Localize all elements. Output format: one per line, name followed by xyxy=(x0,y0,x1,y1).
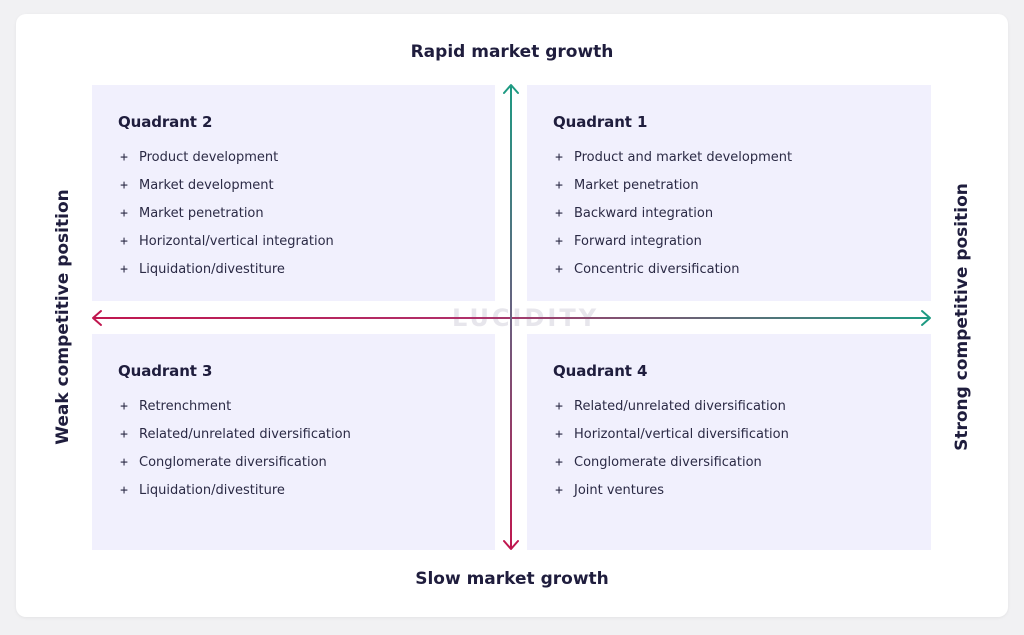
plus-icon: + xyxy=(120,233,128,249)
list-item: + Backward integration xyxy=(553,199,931,227)
list-item-label: Liquidation/divestiture xyxy=(139,261,285,277)
plus-icon: + xyxy=(120,149,128,165)
plus-icon: + xyxy=(120,482,128,498)
list-item-label: Product and market development xyxy=(574,149,793,165)
list-item: + Related/unrelated diversification xyxy=(118,420,495,448)
list-item: + Conglomerate diversification xyxy=(553,448,931,476)
list-item: + Joint ventures xyxy=(553,476,931,504)
list-item-label: Related/unrelated diversification xyxy=(574,398,786,414)
list-item-label: Market penetration xyxy=(139,205,264,221)
list-item: + Market penetration xyxy=(118,199,495,227)
list-item-label: Conglomerate diversification xyxy=(139,454,327,470)
plus-icon: + xyxy=(120,177,128,193)
plus-icon: + xyxy=(555,233,563,249)
list-item-label: Market penetration xyxy=(574,177,699,193)
arrowhead-left-icon xyxy=(92,310,102,326)
plus-icon: + xyxy=(120,398,128,414)
list-item: + Forward integration xyxy=(553,227,931,255)
plus-icon: + xyxy=(555,205,563,221)
list-item: + Related/unrelated diversification xyxy=(553,392,931,420)
plus-icon: + xyxy=(555,261,563,277)
plus-icon: + xyxy=(555,482,563,498)
list-item: + Liquidation/divestiture xyxy=(118,476,495,504)
list-item-label: Joint ventures xyxy=(574,482,664,498)
arrowhead-down-icon xyxy=(503,540,519,550)
list-item: + Retrenchment xyxy=(118,392,495,420)
quadrant-list: + Retrenchment + Related/unrelated diversif… xyxy=(118,392,495,504)
list-item-label: Related/unrelated diversification xyxy=(139,426,351,442)
list-item: + Conglomerate diversification xyxy=(118,448,495,476)
list-item-label: Retrenchment xyxy=(139,398,232,414)
plus-icon: + xyxy=(555,426,563,442)
quadrant-3: Quadrant 3 + Retrenchment + Related/unrelat… xyxy=(92,334,495,550)
list-item-label: Liquidation/divestiture xyxy=(139,482,285,498)
list-item: + Product development xyxy=(118,143,495,171)
list-item-label: Horizontal/vertical diversification xyxy=(574,426,789,442)
arrowhead-up-icon xyxy=(503,84,519,94)
quadrant-title: Quadrant 4 xyxy=(553,362,648,380)
quadrant-4: Quadrant 4 + Related/unrelated diversific… xyxy=(527,334,931,550)
plus-icon: + xyxy=(555,454,563,470)
list-item-label: Backward integration xyxy=(574,205,714,221)
plus-icon: + xyxy=(120,454,128,470)
list-item: + Product and market development xyxy=(553,143,931,171)
list-item-label: Horizontal/vertical integration xyxy=(139,233,334,249)
plus-icon: + xyxy=(120,426,128,442)
quadrant-1: Quadrant 1 + Product and market developme… xyxy=(527,85,931,301)
list-item-label: Concentric diversification xyxy=(574,261,740,277)
quadrant-list: +Product development+Market development+… xyxy=(118,143,495,283)
list-item: + Horizontal/vertical integration xyxy=(118,227,495,255)
list-item: + Market development xyxy=(118,171,495,199)
quadrant-title: Quadrant 3 xyxy=(118,362,213,380)
quadrant-list: + Related/unrelated diversification + Horiz… xyxy=(553,392,931,504)
plus-icon: + xyxy=(555,398,563,414)
quadrant-title: Quadrant 1 xyxy=(553,113,648,131)
list-item: + Horizontal/vertical diversification xyxy=(553,420,931,448)
arrowhead-right-icon xyxy=(921,310,931,326)
list-item: + Liquidation/divestiture xyxy=(118,255,495,283)
list-item-label: Forward integration xyxy=(574,233,702,249)
plus-icon: + xyxy=(555,177,563,193)
list-item-label: Conglomerate diversification xyxy=(574,454,762,470)
quadrant-title: Quadrant 2 xyxy=(118,113,213,131)
list-item: + Concentric diversification xyxy=(553,255,931,283)
list-item: + Market penetration xyxy=(553,171,931,199)
plus-icon: + xyxy=(120,261,128,277)
quadrant-2: Quadrant 2 + Product development + Market d… xyxy=(92,85,495,301)
plus-icon: + xyxy=(555,149,563,165)
axis-title-bottom: Slow market growth xyxy=(415,569,609,589)
list-item-label: Market development xyxy=(139,177,274,193)
plus-icon: + xyxy=(120,205,128,221)
list-item-label: Product development xyxy=(139,149,279,165)
axis-title-top: Rapid market growth xyxy=(410,42,614,62)
quadrant-list: + Product and market development + Market p… xyxy=(553,143,931,283)
